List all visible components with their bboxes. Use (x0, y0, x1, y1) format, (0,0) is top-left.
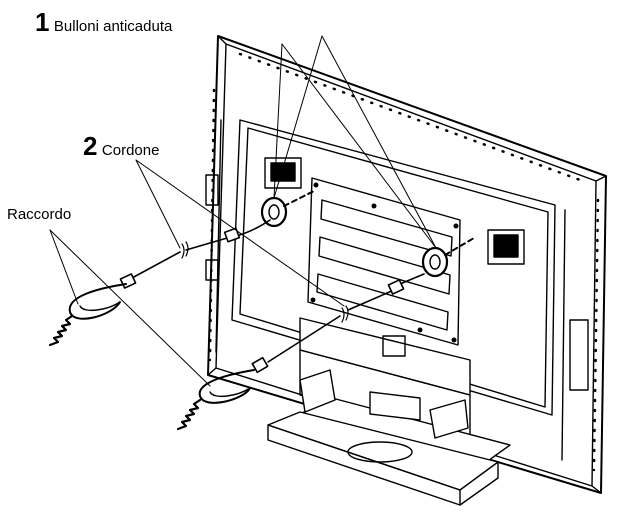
label-cord-number: 2 (83, 131, 98, 161)
label-cord-text: Cordone (101, 142, 160, 159)
cord-lower (176, 273, 425, 431)
tv-stand (267, 317, 511, 506)
right-side-panel (561, 209, 589, 461)
mounting-plate (307, 177, 461, 346)
bolt-right (421, 237, 475, 278)
label-fitting: Raccordo (7, 206, 72, 223)
label-bolts: 1 Bulloni anticaduta (35, 9, 172, 35)
left-handle (264, 157, 302, 189)
leader-lines (49, 35, 437, 387)
label-cord: 2 Cordone (83, 133, 159, 159)
label-bolts-text: Bulloni anticaduta (53, 18, 173, 35)
bolt-left (260, 189, 317, 228)
left-side-panel (205, 119, 222, 353)
right-handle (487, 229, 525, 265)
back-cover (231, 119, 556, 416)
label-bolts-number: 1 (35, 7, 50, 37)
cord-upper (48, 219, 271, 347)
